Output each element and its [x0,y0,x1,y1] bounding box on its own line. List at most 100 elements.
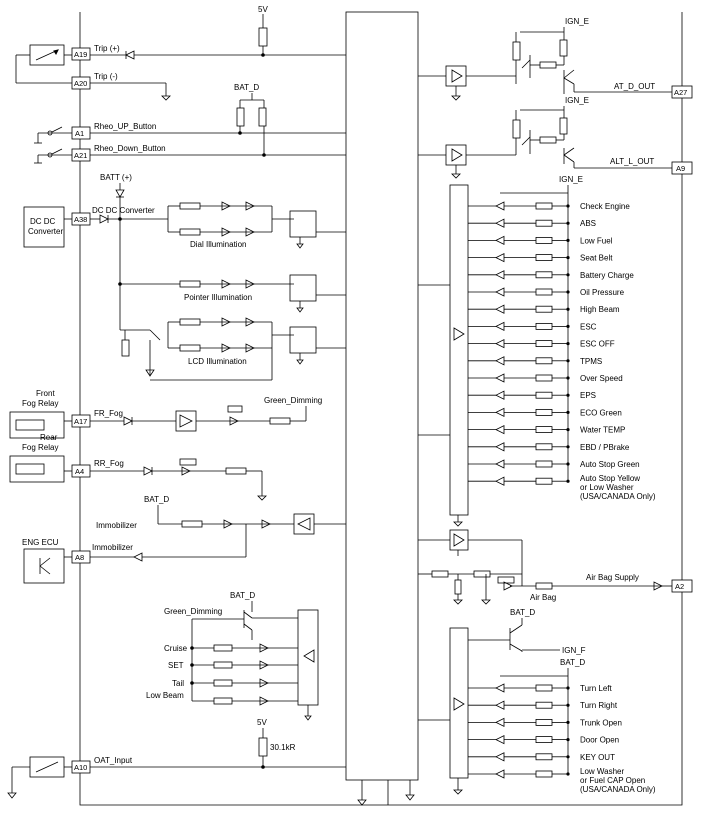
dim-lamp-tail: Tail [172,679,184,688]
signal-air-bag-supply: Air Bag Supply [586,573,639,582]
pin-a17-label: A17 [74,417,87,426]
warning-lamp-label-1: ABS [580,219,596,228]
label-bat-d-ignf: BAT_D [510,608,535,617]
label-5v-oat: 5V [257,718,267,727]
warning-lamp-label-13: Water TEMP [580,426,625,435]
lcd-driver [289,326,317,354]
front-fog-relay [9,411,65,439]
pin-a21-label: A21 [74,151,87,160]
warning-lamp-driver [449,184,469,516]
label-bat-d-dim: BAT_D [230,591,255,600]
turn-lamp-label-0: Turn Left [580,684,612,693]
pin-a27-label: A27 [674,88,687,97]
signal-alt-l-out: ALT_L_OUT [610,157,654,166]
pin-a27 [671,85,693,99]
pin-a9-label: A9 [676,164,685,173]
pin-a19 [71,47,91,61]
signal-green-dimming: Green_Dimming [264,396,322,405]
signal-immobilizer-2: Immobilizer [92,543,133,552]
warning-lamp-label-7: ESC [580,322,597,331]
mcu-block [345,11,419,781]
dcdc-box-line1: DC DC [30,217,56,226]
warning-lamp-label-last-0: Auto Stop Yellow [580,474,640,483]
pin-a2-label: A2 [675,582,684,591]
pin-a1-label: A1 [75,129,84,138]
turn-lamp-label-last-1: or Fuel CAP Open [580,776,645,785]
eng-ecu-label: ENG ECU [22,538,59,547]
warning-lamp-label-15: Auto Stop Green [580,460,640,469]
label-batt-plus: BATT (+) [100,173,132,182]
signal-air-bag: Air Bag [530,593,556,602]
label-ign-e-3: IGN_E [559,175,583,184]
signal-green-dimming-2: Green_Dimming [164,607,222,616]
eng-ecu-box [23,548,65,584]
warning-lamp-label-2: Low Fuel [580,236,613,245]
label-bat-d-turn: BAT_D [560,658,585,667]
turn-lamp-driver [449,627,469,779]
signal-rr-fog: RR_Fog [94,459,124,468]
warning-lamp-label-11: EPS [580,391,596,400]
warning-lamp-label-10: Over Speed [580,374,623,383]
signal-fr-fog: FR_Fog [94,409,123,418]
turn-lamp-label-4: KEY OUT [580,753,615,762]
signal-trip-minus: Trip (-) [94,72,118,81]
lcd-illumination-label: LCD Illumination [188,357,247,366]
turn-lamp-label-3: Door Open [580,736,619,745]
signal-rheo-up: Rheo_UP_Button [94,122,156,131]
label-bat-d-immob: BAT_D [144,495,169,504]
front-fog-label2: Fog Relay [22,399,58,408]
turn-lamp-label-last-2: (USA/CANADA Only) [580,785,656,794]
pin-a20-label: A20 [74,79,87,88]
label-ign-f: IGN_F [562,646,586,655]
turn-lamp-label-1: Turn Right [580,701,618,710]
warning-lamp-label-5: Oil Pressure [580,288,625,297]
label-5v-top: 5V [258,5,268,14]
dimming-driver [297,609,319,706]
label-oat-res: 30.1kR [270,743,296,752]
warning-lamp-label-8: ESC OFF [580,340,615,349]
pin-a10-label: A10 [74,763,87,772]
turn-lamp-label-last-0: Low Washer [580,767,625,776]
pointer-illumination-label: Pointer Illumination [184,293,252,302]
pin-a4-label: A4 [75,467,84,476]
signal-rheo-down: Rheo_Down_Button [94,144,166,153]
dcdc-converter-box [23,206,65,248]
signal-immobilizer-1: Immobilizer [96,521,137,530]
pin-a8-label: A8 [75,553,84,562]
front-fog-label1: Front [36,389,55,398]
dcdc-box-line2: Converter [28,227,63,236]
warning-lamp-label-14: EBD / PBrake [580,443,630,452]
pin-a19-label: A19 [74,50,87,59]
signal-oat-input: OAT_Input [94,756,133,765]
label-ign-e-1: IGN_E [565,17,589,26]
frame-outline [79,12,683,806]
pointer-driver [289,274,317,302]
warning-lamp-label-last-1: or Low Washer [580,483,634,492]
turn-lamp-label-2: Trunk Open [580,718,622,727]
warning-lamp-label-12: ECO Green [580,408,622,417]
signal-at-d-out: AT_D_OUT [614,82,655,91]
warning-lamp-label-9: TPMS [580,357,602,366]
signal-dcdc: DC DC Converter [92,206,155,215]
warning-lamp-label-0: Check Engine [580,202,630,211]
rear-fog-label2: Fog Relay [22,443,58,452]
pin-a2 [671,579,693,593]
pin-a9 [671,161,693,175]
dim-lamp-cruise: Cruise [164,644,188,653]
dial-driver [289,210,317,238]
label-ign-e-2: IGN_E [565,96,589,105]
warning-lamp-label-3: Seat Belt [580,254,613,263]
signal-trip-plus: Trip (+) [94,44,120,53]
warning-lamp-label-4: Battery Charge [580,271,634,280]
dial-illumination-label: Dial Illumination [190,240,246,249]
rear-fog-label1: Rear [40,433,58,442]
rear-fog-relay [9,455,65,483]
label-bat-d-top: BAT_D [234,83,259,92]
dim-lamp-low-beam: Low Beam [146,691,184,700]
warning-lamp-label-last-2: (USA/CANADA Only) [580,492,656,501]
dim-lamp-rows [190,643,298,706]
pin-a38-label: A38 [74,215,87,224]
